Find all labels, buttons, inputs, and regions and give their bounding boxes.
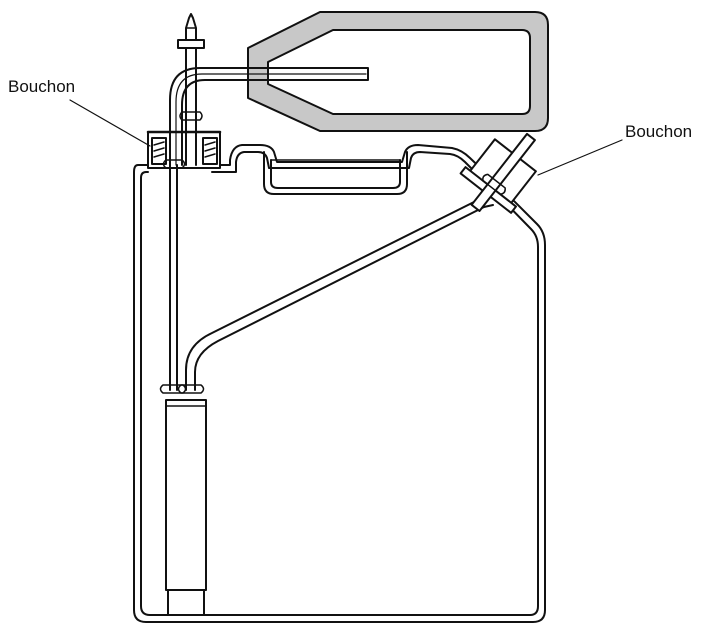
right-cap-pipe (470, 132, 536, 213)
vent-tip (185, 13, 197, 41)
vent-tube (177, 13, 205, 166)
can-inner (140, 151, 539, 616)
diagonal-clip (177, 384, 205, 394)
leader-left (69, 99, 151, 147)
right-cap (459, 132, 537, 214)
jerrycan-body (133, 144, 546, 623)
fill-tube-outer (169, 67, 369, 166)
filter-cartridge (165, 399, 207, 616)
leader-right (537, 139, 623, 176)
right-cap-label: Bouchon (625, 122, 693, 141)
right-cap-clip (482, 173, 506, 195)
can-handle (263, 151, 408, 195)
left-cap-right-thread (202, 137, 218, 165)
bottle (247, 11, 549, 132)
left-cap-label: Bouchon (8, 77, 76, 96)
suction-tube (159, 159, 187, 394)
left-cap-thread-marks (153, 141, 216, 158)
bottle-inner (267, 29, 531, 115)
filter-body (165, 399, 207, 591)
vent-connector (177, 39, 205, 49)
fill-tube (169, 67, 369, 166)
leader-lines (69, 99, 623, 176)
vent-clip (179, 111, 203, 121)
left-cap (146, 130, 222, 169)
fill-tube-center (175, 73, 367, 166)
left-cap-left-thread (151, 137, 167, 165)
diagonal-tube (177, 196, 494, 394)
can-handle-inner (270, 159, 401, 189)
suction-clip-upper (162, 159, 186, 169)
can-outer (133, 144, 546, 623)
diagonal-tube-outer (185, 196, 488, 391)
diagonal-tube-inner (194, 204, 494, 391)
filter-bottom-base (167, 589, 205, 616)
suction-clip-lower (159, 384, 187, 394)
